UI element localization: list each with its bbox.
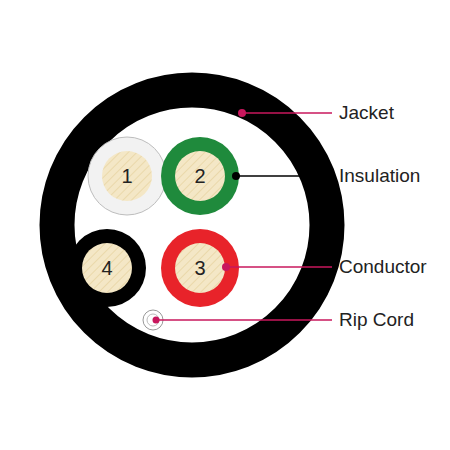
conductor <box>175 243 225 293</box>
rip-cord-fibre <box>147 314 159 326</box>
callout-number: 1 <box>121 165 132 188</box>
conductor-circle: 2 <box>175 151 225 201</box>
green-insulation <box>161 137 239 215</box>
callout-number: 2 <box>194 165 205 188</box>
leader-dot <box>153 317 160 324</box>
leader-line <box>226 266 332 268</box>
leader-line <box>156 319 332 321</box>
leader-line <box>242 112 332 114</box>
callout-number: 3 <box>194 257 205 280</box>
leader-dot <box>222 263 230 271</box>
conductor <box>102 151 152 201</box>
leader-dot <box>238 109 246 117</box>
part-label: Rip Cord <box>339 309 414 331</box>
leader-dot <box>232 172 240 180</box>
red-insulation <box>161 229 239 307</box>
conductor <box>82 243 132 293</box>
conductor <box>175 151 225 201</box>
leader-line <box>236 175 332 177</box>
conductor-circle: 3 <box>175 243 225 293</box>
conductor-circle: 4 <box>82 243 132 293</box>
part-label: Conductor <box>339 256 427 278</box>
black-insulation <box>68 229 146 307</box>
part-label: Insulation <box>339 165 420 187</box>
white-insulation <box>88 137 166 215</box>
conductor-circle: 1 <box>102 151 152 201</box>
part-label: Jacket <box>339 102 394 124</box>
callout-number: 4 <box>101 257 112 280</box>
